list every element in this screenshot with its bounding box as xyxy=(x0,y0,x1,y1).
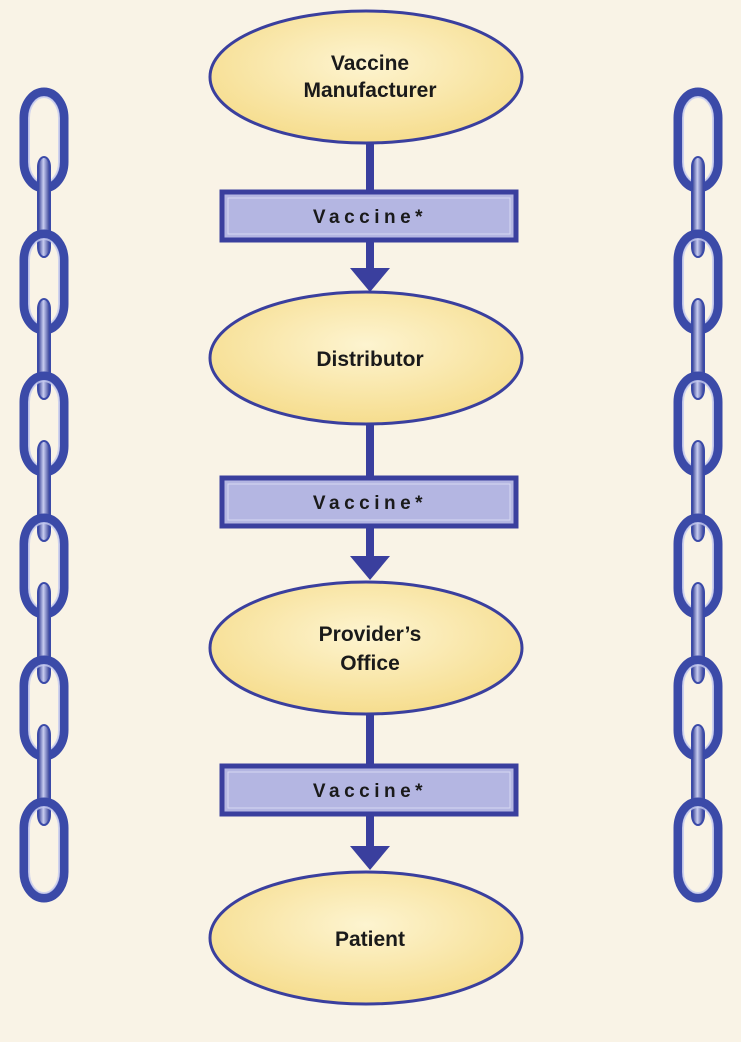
node-label: Patient xyxy=(335,928,405,951)
chain-icon xyxy=(19,87,69,903)
chain-link-highlight xyxy=(28,806,60,894)
transfer-box: Vaccine* xyxy=(219,189,519,243)
transfer-label: Vaccine* xyxy=(313,493,427,514)
node-manufacturer: Vaccine Manufacturer xyxy=(208,9,524,145)
chain-link-highlight xyxy=(682,806,714,894)
node-label: Office xyxy=(340,652,400,675)
transfer-box: Vaccine* xyxy=(219,475,519,529)
chain-link xyxy=(691,298,705,400)
chain-link xyxy=(37,156,51,258)
node-label: Vaccine xyxy=(331,52,409,75)
node-label: Manufacturer xyxy=(303,79,436,102)
arrowhead-icon xyxy=(350,556,390,580)
node-label: Provider’s xyxy=(319,623,422,646)
chain-link xyxy=(37,724,51,826)
chain-link xyxy=(37,582,51,684)
chain-link xyxy=(691,440,705,542)
chain-link xyxy=(691,582,705,684)
chain-link xyxy=(691,156,705,258)
node-distributor: Distributor xyxy=(208,290,524,426)
chain-link xyxy=(691,724,705,826)
transfer-box: Vaccine* xyxy=(219,763,519,817)
chain-link xyxy=(673,797,723,903)
chain-link xyxy=(37,440,51,542)
chain-link xyxy=(19,797,69,903)
connectors xyxy=(350,140,390,870)
chain-icon xyxy=(673,87,723,903)
arrowhead-icon xyxy=(350,846,390,870)
arrowhead-icon xyxy=(350,268,390,292)
node-patient: Patient xyxy=(208,870,524,1006)
node-provider-office: Provider’s Office xyxy=(208,580,524,716)
node-label: Distributor xyxy=(316,348,423,371)
transfer-label: Vaccine* xyxy=(313,207,427,228)
chain-link xyxy=(37,298,51,400)
transfer-label: Vaccine* xyxy=(313,781,427,802)
